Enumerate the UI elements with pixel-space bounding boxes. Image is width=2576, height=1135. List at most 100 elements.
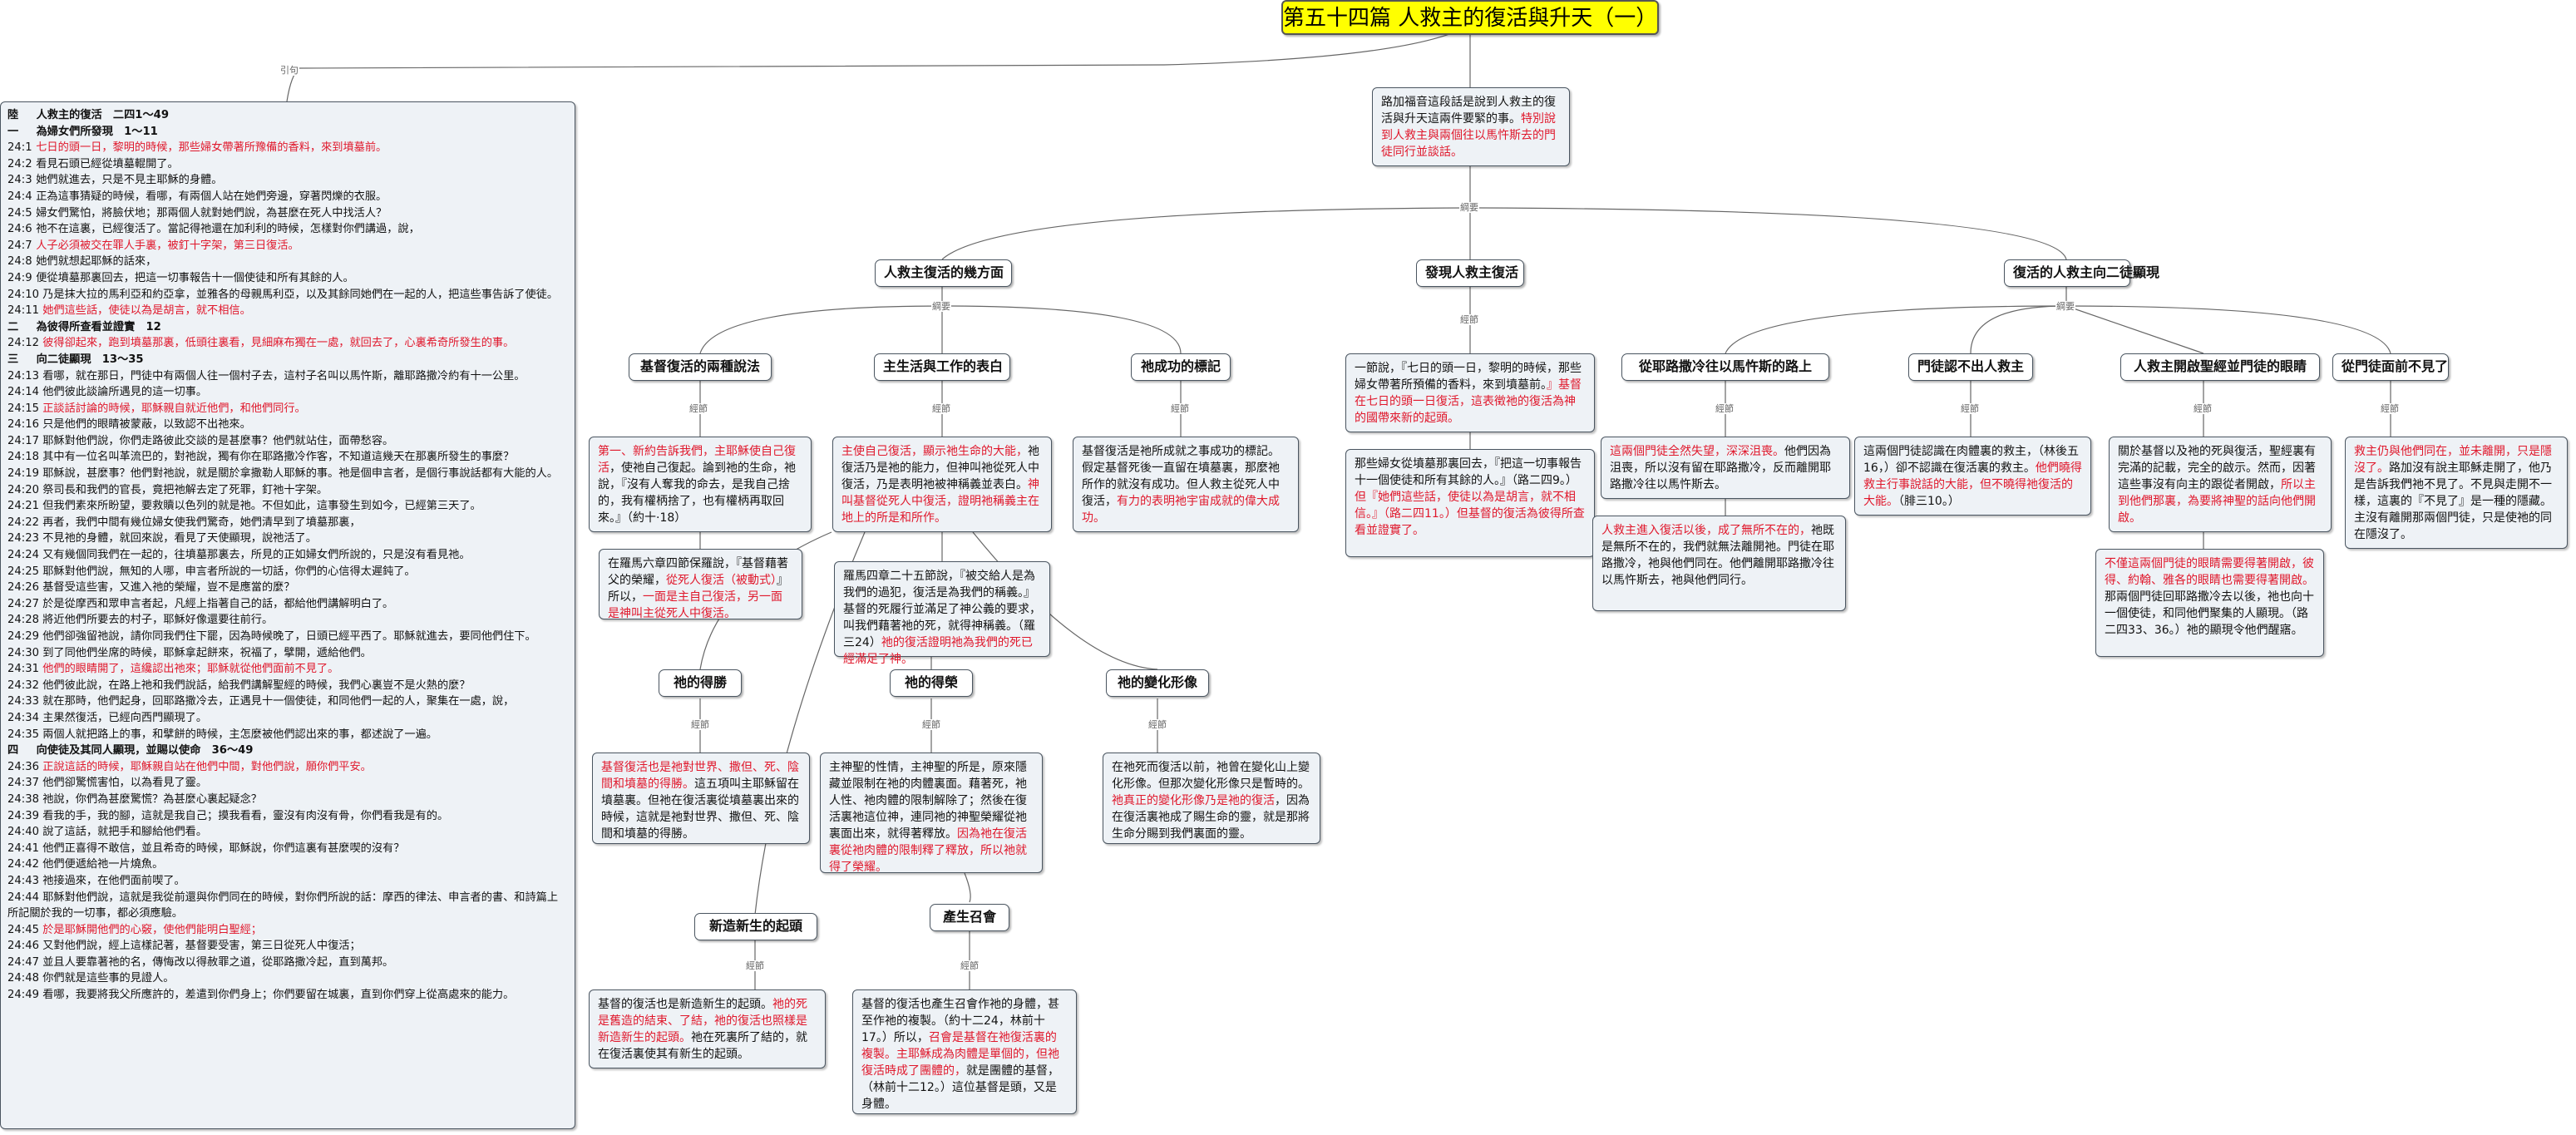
verse-ref: 24:43: [7, 874, 40, 887]
verse-text: 她們這些話，使徒以為是胡言，就不相信。: [39, 304, 251, 318]
aspect-church[interactable]: 產生召會: [930, 904, 1009, 931]
verse-text: 耶穌對他們說，你們走路彼此交談的是甚麼事？他們就站住，面帶愁容。: [39, 434, 394, 447]
relation-label-scripture: 經節: [2380, 403, 2400, 414]
verse-ref: 24:42: [7, 858, 40, 871]
relation-label-scripture: 經節: [1170, 403, 1190, 414]
verse-text: 向使徒及其同人顯現，並賜以使命 36～49: [32, 744, 254, 757]
romans-4-text[interactable]: 羅馬四章二十五節說，『被交給人是為我們的過犯，復活是為我們的稱義。』基督的死履行…: [834, 561, 1050, 666]
body-text: 一節說，『七日的頭一日，黎明的時候，那些婦女帶著所預備的香料，來到墳墓前。: [1355, 362, 1582, 392]
aspect-work-expression[interactable]: 主生活與工作的表白: [874, 353, 1010, 381]
verse-row: 24:35 兩個人就把路上的事，和擘餅的時候，主怎麼被他們認出來的事，都述說了一…: [7, 727, 568, 743]
verse-row: 24:21 但我們素來所盼望，要救贖以色列的就是祂。不但如此，這事發生到如今，已…: [7, 498, 568, 515]
opened-text-2[interactable]: 不僅這兩個門徒的眼睛需要得著開啟，彼得、約翰、雅各的眼睛也需要得著開啟。那兩個門…: [2095, 549, 2324, 657]
verse-ref: 陸: [7, 109, 19, 121]
aspect-victory[interactable]: 祂的得勝: [659, 669, 742, 697]
unrecognized-text[interactable]: 這兩個門徒認識在肉體裏的救主，（林後五16，）卻不認識在復活裏的救主。他們曉得救…: [1854, 437, 2091, 516]
verse-row: 24:19 耶穌說，甚麼事？他們對祂說，就是關於拿撒勒人耶穌的事。祂是個申言者，…: [7, 466, 568, 482]
verse-text: 耶穌對他們說，這就是我從前還與你們同在的時候，對你們所說的話：摩西的律法、申言者…: [7, 891, 559, 920]
aspect-two-truths[interactable]: 基督復活的兩種說法: [629, 353, 772, 381]
highlight-text: 他們曉得救主行事說話的大能，但不曉得祂復活的大能。: [1863, 461, 2082, 508]
newborn-text[interactable]: 基督的復活也是新造新生的起頭。祂的死是舊造的結束、了結，祂的復活也照樣是新造新生…: [589, 989, 826, 1068]
map-title[interactable]: 第五十四篇 人救主的復活與升天（一）: [1281, 0, 1659, 35]
body-text: 基督的復活也產生召會作祂的身體，甚至作祂的複製。（約十二24，林前十17。）所以…: [861, 998, 1059, 1044]
body-text: 祂既是無所不在的，我們就無法離開祂。門徒在耶路撒冷，祂與他們同在。他們離開耶路撒…: [1601, 524, 1834, 587]
success-text[interactable]: 基督復活是祂所成就之事成功的標記。假定基督死後一直留在墳墓裏，那麼祂所作的就沒有…: [1073, 437, 1299, 532]
verse-row: 24:28 將近他們所要去的村子，耶穌好像還要往前行。: [7, 612, 568, 629]
verse-text: 七日的頭一日，黎明的時候，那些婦女帶著所豫備的香料，來到墳墓前。: [32, 141, 387, 155]
verse-row: 24:49 看哪，我要將我父所應許的，差遣到你們身上；你們要留在城裏，直到你們穿…: [7, 987, 568, 1004]
branch-discovery[interactable]: 發現人救主復活: [1416, 259, 1524, 287]
two-truths-text[interactable]: 第一、新約告訴我們，主耶穌使自己復活，使祂自己復起。論到祂的生命，祂說，『沒有人…: [589, 437, 812, 532]
verse-text: 將近他們所要去的村子，耶穌好像還要往前行。: [39, 614, 274, 627]
verse-row: 24:2 看見石頭已經從墳墓輥開了。: [7, 156, 568, 173]
verse-ref: 24:32: [7, 679, 40, 692]
aspect-success[interactable]: 祂成功的標記: [1131, 353, 1231, 381]
highlight-text: 第一、新約告訴我們，主耶穌使自己復活: [598, 445, 796, 475]
branch-appearance[interactable]: 復活的人救主向二徒顯現: [2004, 259, 2159, 287]
verse-text: 祂說，你們為甚麼驚慌？為甚麼心裏起疑念？: [39, 792, 262, 806]
verse-row: 24:29 他們卻強留祂說，請你同我們住下罷，因為時候晚了，日頭已經平西了。耶穌…: [7, 629, 568, 645]
verse-ref: 24:25: [7, 565, 40, 578]
verse-ref: 24:31: [7, 663, 40, 676]
vanished-text[interactable]: 救主仍與他們同在，並未離開，只是隱沒了。路加沒有說主耶穌走開了，他乃是告訴我們祂…: [2345, 437, 2568, 549]
highlight-text: 一面是主自己復活，另一面是神叫主從死人中復活。: [608, 590, 782, 620]
verse-ref: 24:14: [7, 386, 40, 399]
verse-row: 24:41 他們正喜得不敢信，並且希奇的時候，耶穌說，你們這裏有甚麼喫的沒有？: [7, 841, 568, 857]
verse-row: 24:45 於是耶穌開他們的心竅，使他們能明白聖經；: [7, 922, 568, 939]
body-text: 這兩個門徒認識在肉體裏的救主，（林後五16，）卻不認識在復活裏的救主。: [1863, 445, 2079, 475]
body-text: 就是團體的基督，（林前十二12。）這位基督是頭，又是身體。: [861, 1064, 1059, 1111]
verse-section-heading: 陸 人救主的復活 二四1～49: [7, 107, 568, 124]
verse-ref: 24:19: [7, 467, 40, 481]
highlight-text: 基督復活也是祂對世界、撒但、死、陰間和墳墓的得勝。: [601, 761, 799, 791]
emmaus-text-2[interactable]: 人救主進入復活以後，成了無所不在的，祂既是無所不在的，我們就無法離開祂。門徒在耶…: [1592, 516, 1846, 611]
appearance-vanished[interactable]: 從門徒面前不見了: [2332, 353, 2449, 381]
romans-6-text[interactable]: 在羅馬六章四節保羅說，『基督藉著父的榮耀，從死人復活（被動式）』所以，一面是主自…: [599, 549, 802, 620]
relation-label-scripture: 經節: [1147, 719, 1167, 730]
verse-text: 人子必須被交在罪人手裏，被釘十字架，第三日復活。: [32, 239, 299, 252]
appearance-opened[interactable]: 人救主開啟聖經並門徒的眼睛: [2120, 353, 2320, 381]
verse-section-heading: 一 為婦女們所發現 1～11: [7, 124, 568, 141]
verse-ref: 24:28: [7, 614, 40, 627]
intro-node[interactable]: 路加福音這段話是說到人救主的復活與升天這兩件要緊的事。特別說到人救主與兩個往以馬…: [1372, 87, 1570, 166]
discovery-text-1[interactable]: 一節說，『七日的頭一日，黎明的時候，那些婦女帶著所預備的香料，來到墳墓前。』基督…: [1345, 353, 1595, 432]
work-expression-text[interactable]: 主使自己復活，顯示祂生命的大能，祂復活乃是祂的能力，但神叫祂從死人中復活，乃是表…: [832, 437, 1052, 532]
verse-text: 婦女們驚怕，將臉伏地；那兩個人就對她們說，為甚麼在死人中找活人？: [32, 206, 387, 220]
verse-text: 他們卻強留祂說，請你同我們住下罷，因為時候晚了，日頭已經平西了。耶穌就進去，要同…: [39, 630, 536, 643]
verse-row: 24:5 婦女們驚怕，將臉伏地；那兩個人就對她們說，為甚麼在死人中找活人？: [7, 205, 568, 222]
verse-row: 24:3 她們就進去，只是不見主耶穌的身體。: [7, 172, 568, 189]
highlight-text: 主使自己復活，顯示祂生命的大能，: [841, 445, 1028, 458]
verse-text: 他們彼此說，在路上祂和我們說話，給我們講解聖經的時候，我們心裏豈不是火熱的麼？: [39, 679, 471, 692]
branch-aspects[interactable]: 人救主復活的幾方面: [875, 259, 1012, 287]
verse-ref: 24:8: [7, 255, 32, 269]
victory-text[interactable]: 基督復活也是祂對世界、撒但、死、陰間和墳墓的得勝。這五項叫主耶穌留在墳墓裏。但祂…: [592, 753, 810, 844]
verse-text: 正說這話的時候，耶穌親自站在他們中間，對他們說，願你們平安。: [39, 760, 372, 773]
church-text[interactable]: 基督的復活也產生召會作祂的身體，甚至作祂的複製。（約十二24，林前十17。）所以…: [852, 989, 1077, 1114]
discovery-text-2[interactable]: 那些婦女從墳墓那裏回去，『把這一切事報告十一個使徒和所有其餘的人。』（路二四9。…: [1345, 449, 1595, 557]
verse-row: 24:8 她們就想起耶穌的話來，: [7, 254, 568, 270]
aspect-newborn[interactable]: 新造新生的起頭: [694, 913, 817, 940]
verse-row: 24:10 乃是抹大拉的馬利亞和約亞拿，並雅各的母親馬利亞，以及其餘同她們在一起…: [7, 287, 568, 303]
verse-row: 24:25 耶穌對他們說，無知的人哪，申言者所說的一切話，你們的心信得太遲鈍了。: [7, 564, 568, 580]
highlight-text: 祂真正的變化形像乃是祂的復活: [1112, 794, 1275, 807]
verse-row: 24:22 再者，我們中間有幾位婦女使我們驚奇，她們清早到了墳墓那裏，: [7, 515, 568, 531]
opened-text-1[interactable]: 關於基督以及祂的死與復活，聖經裏有完滿的記載，完全的啟示。然而，因著這些事沒有向…: [2109, 437, 2332, 532]
appearance-unrecognized[interactable]: 門徒認不出人救主: [1908, 353, 2033, 381]
emmaus-text-1[interactable]: 這兩個門徒全然失望，深深沮喪。他們因為沮喪，所以沒有留在耶路撒冷，反而離開耶路撒…: [1601, 437, 1850, 499]
verse-row: 24:39 看我的手，我的腳，這就是我自己；摸我看看，靈沒有肉沒有骨，你們看我是…: [7, 808, 568, 825]
body-text: 關於基督以及祂的死與復活，聖經裏有完滿的記載，完全的啟示。然而，因著這些事沒有向…: [2118, 445, 2316, 491]
glory-text[interactable]: 主神聖的性情，主神聖的所是，原來隱藏並限制在祂的肉體裏面。藉著死，祂人性、祂肉體…: [820, 753, 1043, 874]
appearance-emmaus[interactable]: 從耶路撒冷往以馬忤斯的路上: [1621, 353, 1829, 381]
transform-text[interactable]: 在祂死而復活以前，祂曾在變化山上變化形像。但那次變化形像只是暫時的。祂真正的變化…: [1103, 753, 1320, 844]
verse-text: 於是耶穌開他們的心竅，使他們能明白聖經；: [39, 923, 262, 936]
verse-row: 24:32 他們彼此說，在路上祂和我們說話，給我們講解聖經的時候，我們心裏豈不是…: [7, 678, 568, 694]
verse-ref: 24:24: [7, 549, 40, 562]
verse-ref: 24:36: [7, 760, 40, 773]
aspect-transform[interactable]: 祂的變化形像: [1106, 669, 1209, 697]
verse-text: 你們就是這些事的見證人。: [39, 972, 175, 985]
aspect-glory[interactable]: 祂的得榮: [890, 669, 973, 697]
intro-highlight: 特別說到人救主與兩個往以馬忤斯去的門徒同行並談話。: [1381, 112, 1556, 159]
verse-text: 耶穌對他們說，無知的人哪，申言者所說的一切話，你們的心信得太遲鈍了。: [39, 565, 416, 578]
verse-text: 祂接過來，在他們面前喫了。: [39, 874, 185, 887]
highlight-text: 祂的復活證明祂為我們的死已經滿足了神。: [843, 636, 1033, 666]
